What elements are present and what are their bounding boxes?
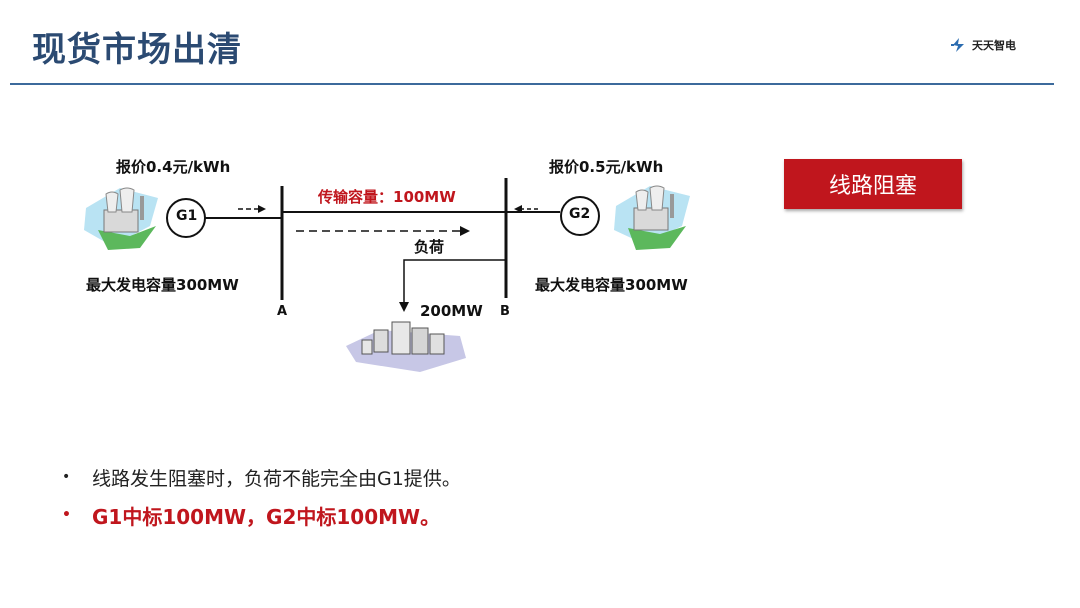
- power-plant-g1-icon: [84, 187, 158, 250]
- load-label: 负荷: [414, 238, 445, 256]
- g2-price-label: 报价0.5元/kWh: [549, 158, 664, 176]
- line-congestion-button[interactable]: 线路阻塞: [784, 159, 962, 209]
- title-divider: [10, 83, 1054, 85]
- g1-capacity-label: 最大发电容量300MW: [86, 276, 239, 294]
- city-load-icon: [346, 321, 466, 372]
- generator-g2-icon: [560, 196, 600, 236]
- line-capacity-label: 传输容量：100MW: [318, 188, 456, 206]
- lightning-logo-icon: [951, 38, 964, 52]
- bullet-text: G1中标100MW，G2中标100MW。: [92, 504, 441, 529]
- list-item: • G1中标100MW，G2中标100MW。: [62, 496, 461, 534]
- brand-logo: 天天智电: [950, 36, 1016, 54]
- bullet-marker: •: [62, 469, 71, 485]
- page-title: 现货市场出清: [32, 30, 242, 70]
- power-plant-g2-icon: [614, 185, 690, 250]
- load-value-label: 200MW: [420, 302, 483, 320]
- g2-capacity-label: 最大发电容量300MW: [535, 276, 688, 294]
- bullet-marker: •: [62, 507, 71, 523]
- bullet-list: • 线路发生阻塞时，负荷不能完全由G1提供。 • G1中标100MW，G2中标1…: [62, 458, 461, 534]
- bullet-text: 线路发生阻塞时，负荷不能完全由G1提供。: [92, 467, 461, 490]
- g2-generator-label: G2: [569, 206, 591, 222]
- bus-a-label: A: [277, 304, 288, 319]
- g1-price-label: 报价0.4元/kWh: [116, 158, 231, 176]
- bus-b-label: B: [500, 304, 510, 319]
- g1-generator-label: G1: [176, 208, 198, 224]
- brand-name: 天天智电: [972, 39, 1016, 52]
- list-item: • 线路发生阻塞时，负荷不能完全由G1提供。: [62, 458, 461, 496]
